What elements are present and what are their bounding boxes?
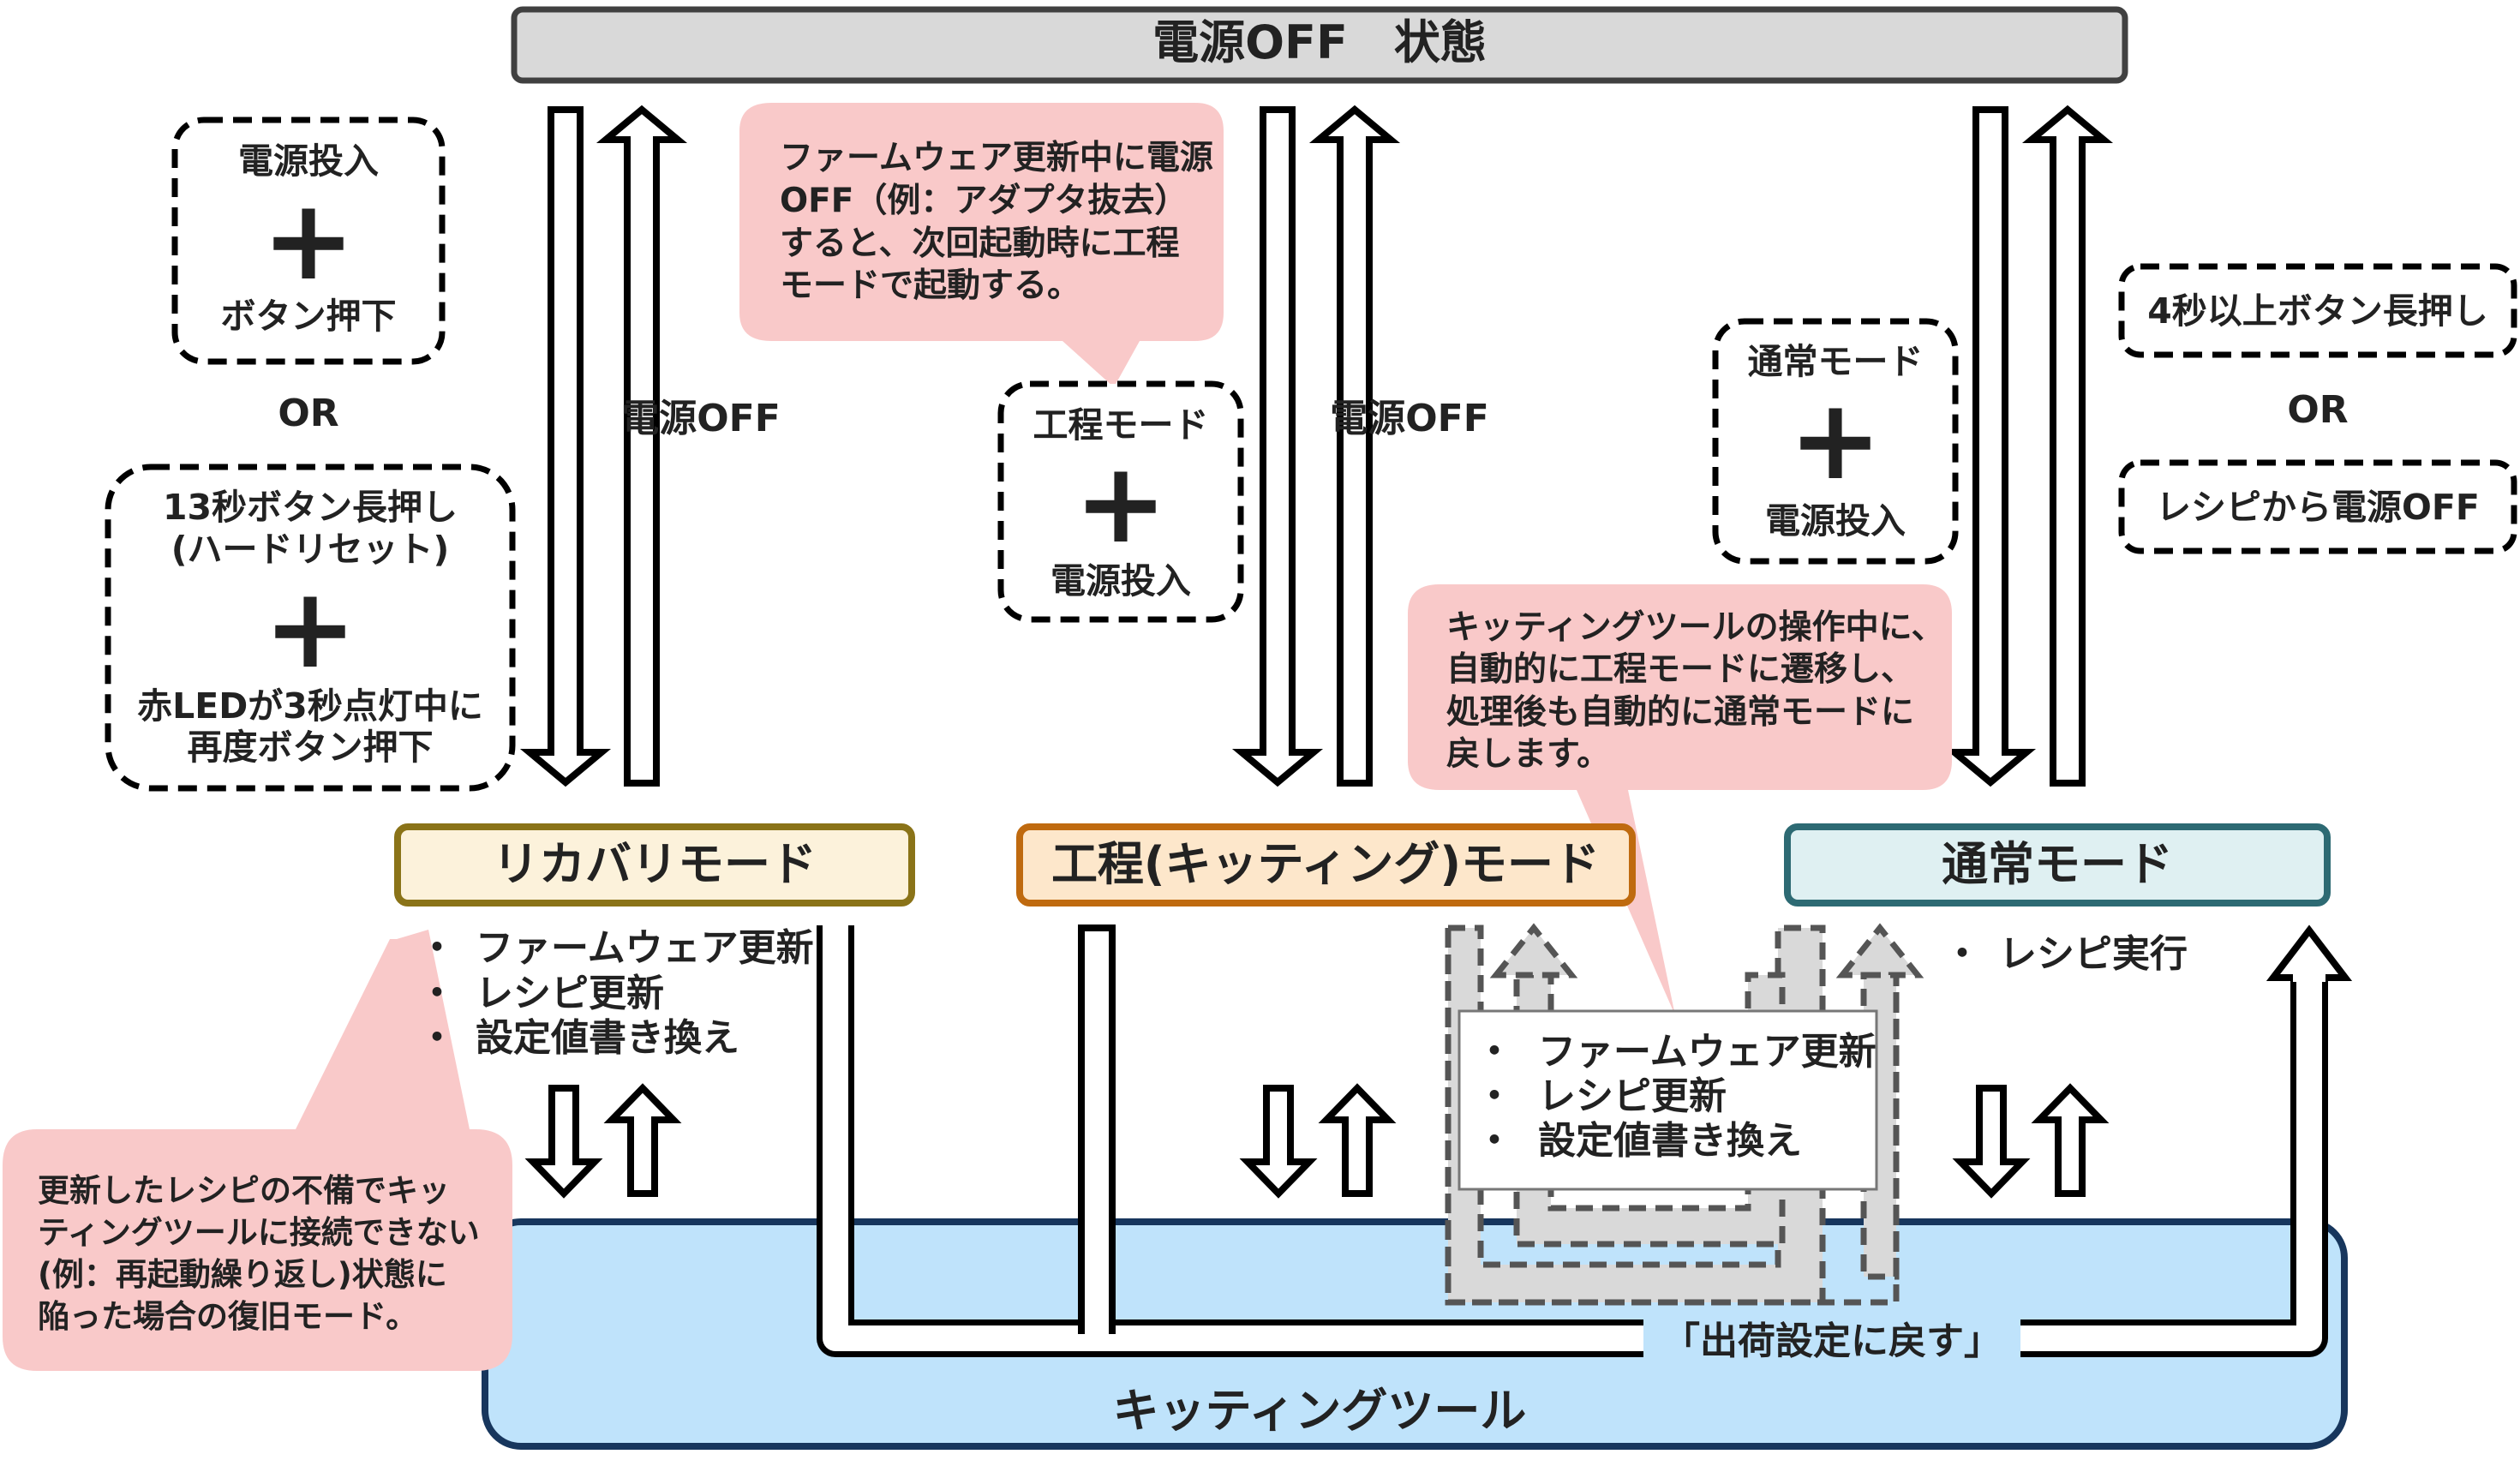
recovery-feature-item: レシピ更新: [476, 972, 664, 1015]
callout-kitting-tool: [1408, 584, 1952, 1015]
factory-reset-route-fill: [823, 925, 2322, 1351]
auto-feature-panel: [1458, 1009, 1878, 1191]
auto-feature-item: レシピ更新: [1538, 1074, 1727, 1118]
normal-mode-label: 通常モード: [1942, 837, 2173, 891]
recovery-mode-label: リカバリモード: [493, 837, 817, 891]
arrow-down-to-kitting: [1231, 106, 1324, 787]
callout-kitting-line4: 戻します。: [1446, 735, 1610, 774]
power-off-state-title: 電源OFF 状態: [1152, 15, 1487, 69]
auto-feature-list: ・ ファームウェア更新 ・ レシピ更新 ・ 設定値書き換え: [1475, 1030, 1877, 1163]
bullet-icon: ・: [418, 972, 456, 1015]
power-off-label-middle: 電源OFF: [1330, 397, 1489, 440]
recovery-cond2-line2: (ハードリセット): [171, 529, 449, 570]
callout-recovery-line2: ティングツールに接続できない: [38, 1214, 480, 1251]
auto-transition-outer-bottom: [1445, 928, 1900, 1306]
normal-exit-cond1: 4秒以上ボタン長押し: [2147, 290, 2488, 332]
auto-feature-item: 設定値書き換え: [1538, 1119, 1802, 1163]
recovery-cond2-line4: 再度ボタン押下: [188, 727, 434, 768]
kitting-to-tool-connector: [1078, 924, 1116, 1334]
plus-icon: +: [1074, 438, 1168, 568]
kitting-entry-condition: [997, 380, 1244, 623]
callout-firmware-line4: モードで起動する。: [780, 266, 1080, 305]
callout-kitting-line1: キッティングツールの操作中に、: [1446, 608, 1945, 647]
factory-reset-label-bg: [1643, 1313, 2020, 1364]
normal-exit-condition-1: [2118, 263, 2517, 358]
normal-entry-top: 通常モード: [1748, 341, 1924, 382]
callout-firmware-line1: ファームウェア更新中に電源: [780, 139, 1213, 177]
recovery-cond2-line1: 13秒ボタン長押し: [163, 487, 458, 528]
callout-firmware-line3: すると、次回起動時に工程: [780, 224, 1179, 263]
normal-entry-bottom: 電源投入: [1765, 500, 1906, 542]
bullet-icon: ・: [1475, 1119, 1513, 1163]
plus-icon: +: [264, 563, 357, 693]
bullet-icon: ・: [418, 926, 456, 970]
recovery-cond2-line3: 赤LEDが3秒点灯中に: [137, 685, 483, 727]
callout-kitting-line2: 自動的に工程モードに遷移し、: [1446, 650, 1914, 689]
auto-feature-item: ファームウェア更新: [1538, 1030, 1877, 1074]
plus-icon: +: [1789, 374, 1883, 505]
kitting-mode-box: [1016, 823, 1636, 907]
arrow-down-recovery-tool: [524, 1085, 603, 1199]
factory-reset-route-cap: [2293, 973, 2325, 982]
factory-reset-arrowhead-cap: [2266, 924, 2353, 981]
kitting-tool-label: キッティングツール: [1113, 1384, 1527, 1438]
callout-firmware-power-off: [739, 103, 1224, 387]
kitting-entry-top: 工程モード: [1033, 404, 1209, 446]
arrow-down-to-normal: [1944, 106, 2037, 787]
bullet-icon: ・: [418, 1016, 456, 1060]
auto-transition-arrowhead-1: [1489, 923, 1578, 978]
auto-transition-arrowhead-2: [1835, 923, 1924, 978]
recovery-feature-item: ファームウェア更新: [476, 926, 814, 970]
power-off-label-left: 電源OFF: [621, 397, 781, 440]
kitting-mode-label: 工程(キッティング)モード: [1051, 837, 1600, 891]
normal-feature-item: レシピ実行: [1999, 932, 2188, 976]
arrow-up-normal-tool: [2031, 1083, 2110, 1197]
plus-icon: +: [262, 175, 356, 305]
normal-entry-condition: [1712, 318, 1959, 565]
factory-reset-label: 「出荷設定に戻す」: [1662, 1319, 2002, 1363]
callout-firmware-line2: OFF（例：アダプタ抜去）: [780, 182, 1188, 220]
arrow-down-to-recovery: [519, 106, 612, 787]
recovery-cond1-top: 電源投入: [238, 141, 379, 182]
arrow-down-kitting-tool: [1239, 1085, 1318, 1199]
route-junction-cover: [1085, 1324, 1109, 1344]
arrow-up-from-kitting: [1308, 105, 1401, 787]
recovery-feature-item: 設定値書き換え: [476, 1016, 739, 1060]
recovery-entry-condition-2: [105, 464, 516, 792]
arrow-up-recovery-tool: [603, 1083, 682, 1197]
recovery-or-label: OR: [278, 392, 338, 435]
callout-recovery-mode: [3, 930, 512, 1371]
normal-exit-condition-2: [2118, 459, 2517, 554]
callout-recovery-line3: (例：再起動繰り返し)状態に: [38, 1256, 447, 1293]
recovery-entry-condition-1: [171, 117, 446, 365]
normal-exit-cond2: レシピから電源OFF: [2156, 487, 2480, 528]
bullet-icon: ・: [1475, 1074, 1513, 1118]
bullet-icon: ・: [1943, 932, 1981, 976]
kitting-entry-bottom: 電源投入: [1050, 560, 1191, 601]
arrow-up-kitting-tool: [1318, 1083, 1397, 1197]
arrow-up-from-normal: [2021, 105, 2114, 787]
callout-kitting-line3: 処理後も自動的に通常モードに: [1446, 693, 1914, 732]
normal-mode-box: [1784, 823, 2331, 907]
callout-recovery-line1: 更新したレシピの不備でキッ: [38, 1172, 450, 1209]
arrow-down-normal-tool: [1952, 1085, 2031, 1199]
normal-exit-or-label: OR: [2287, 388, 2348, 432]
power-off-state-bar: [511, 6, 2128, 84]
bullet-icon: ・: [1475, 1030, 1513, 1074]
recovery-cond1-bottom: ボタン押下: [221, 296, 397, 337]
callout-recovery-line4: 陥った場合の復旧モード。: [38, 1298, 417, 1335]
recovery-mode-box: [394, 823, 915, 907]
recovery-feature-list: ・ ファームウェア更新 ・ レシピ更新 ・ 設定値書き換え: [418, 926, 814, 1060]
arrow-up-from-recovery: [596, 105, 688, 787]
